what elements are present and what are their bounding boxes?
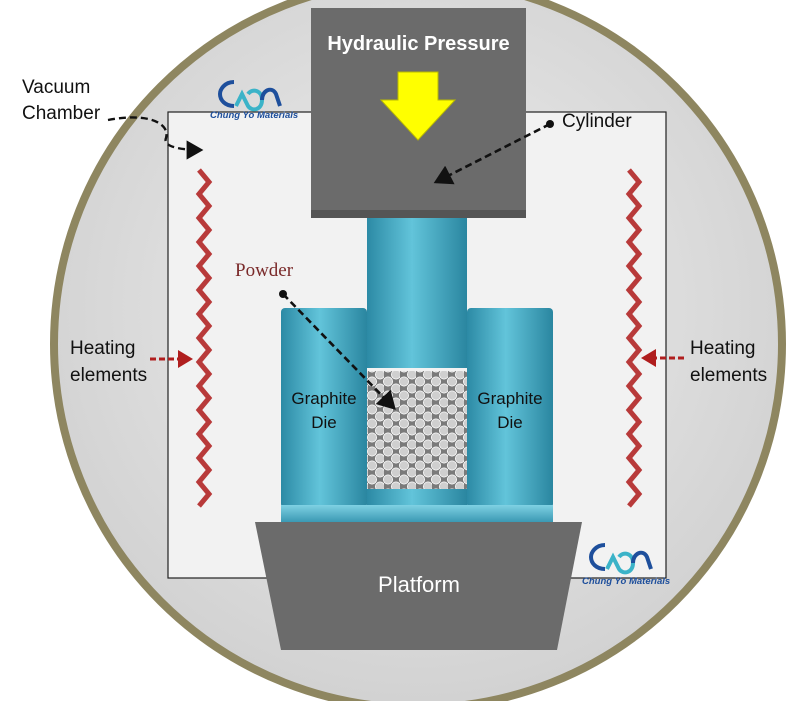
vacuum-chamber-leader bbox=[107, 116, 204, 160]
vacuum-chamber-label-line2: Chamber bbox=[22, 103, 101, 124]
hydraulic-pressure-label: Hydraulic Pressure bbox=[327, 33, 510, 55]
lower-plate bbox=[281, 505, 553, 525]
heating-elements-right-line2: elements bbox=[690, 365, 768, 386]
graphite-die-left-label-line1: Graphite bbox=[291, 389, 357, 408]
platform bbox=[255, 522, 582, 650]
cylinder-leader bbox=[433, 120, 554, 185]
heating-element-left bbox=[195, 168, 213, 508]
pressure-arrow-icon bbox=[379, 71, 457, 141]
cylinder-label: Cylinder bbox=[562, 111, 632, 132]
graphite-die-left-label-line2: Die bbox=[311, 413, 337, 432]
heating-elements-right-line1: Heating bbox=[690, 338, 756, 359]
cylinder-shadow bbox=[311, 210, 526, 218]
graphite-die-right-label-line1: Graphite bbox=[477, 389, 543, 408]
graphite-die-right-label-line2: Die bbox=[497, 413, 523, 432]
heating-elements-left-line2: elements bbox=[70, 365, 148, 386]
powder-leader bbox=[279, 290, 396, 410]
heating-element-right bbox=[625, 168, 643, 508]
graphite-die-right bbox=[467, 308, 553, 508]
platform-label: Platform bbox=[378, 572, 460, 597]
vacuum-chamber-label-line1: Vacuum bbox=[22, 77, 91, 98]
logo-company-name-top: Chung Yo Materials bbox=[210, 110, 299, 121]
logo-mark-top-icon bbox=[217, 80, 282, 112]
heating-elements-left-line1: Heating bbox=[70, 338, 136, 359]
logo-company-name-bottom: Chung Yo Materials bbox=[582, 576, 671, 587]
logo-mark-bottom-icon bbox=[588, 543, 653, 575]
powder-compact bbox=[367, 371, 467, 489]
powder-label: Powder bbox=[235, 260, 294, 281]
upper-punch bbox=[367, 218, 467, 368]
